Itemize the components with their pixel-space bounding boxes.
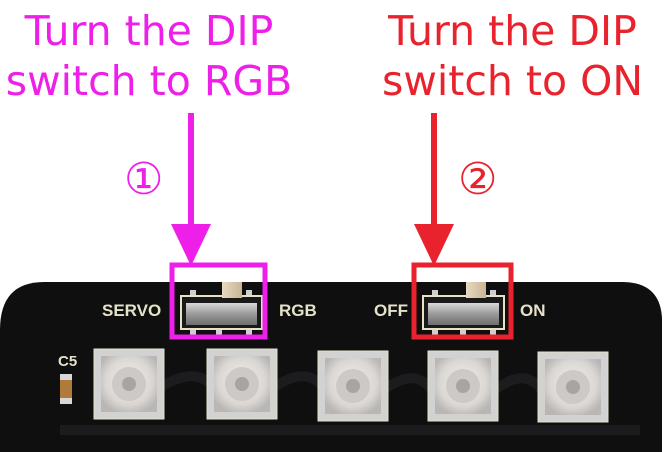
rgb-led-1: [93, 348, 165, 420]
silk-off-label: OFF: [374, 301, 408, 320]
highlight-box-rgb-switch: [169, 262, 268, 340]
rgb-led-5: [537, 351, 609, 423]
silk-servo-label: SERVO: [102, 301, 161, 320]
annotation-on-switch: Turn the DIP switch to ON: [360, 6, 665, 106]
silk-rgb-label: RGB: [279, 301, 317, 320]
step-marker-2: ②: [458, 154, 498, 205]
rgb-led-4: [427, 350, 499, 422]
rgb-led-2: [206, 348, 278, 420]
capacitor-c5: [60, 374, 72, 404]
annotation-rgb-line1: Turn the DIP: [24, 7, 274, 55]
annotation-on-line2: switch to ON: [381, 57, 644, 105]
arrow-to-on-switch: [414, 113, 454, 266]
highlight-box-on-switch: [411, 262, 514, 340]
silk-on-label: ON: [520, 301, 546, 320]
annotation-rgb-switch: Turn the DIP switch to RGB: [0, 6, 298, 106]
step-marker-1: ①: [124, 154, 164, 205]
annotation-on-line1: Turn the DIP: [388, 7, 637, 55]
silk-c5-label: C5: [58, 353, 77, 370]
rgb-led-3: [317, 350, 389, 422]
annotation-rgb-line2: switch to RGB: [5, 57, 293, 105]
arrow-to-rgb-switch: [171, 113, 211, 266]
dip-switch-servo-rgb: [180, 282, 263, 335]
dip-switch-off-on: [422, 282, 505, 335]
